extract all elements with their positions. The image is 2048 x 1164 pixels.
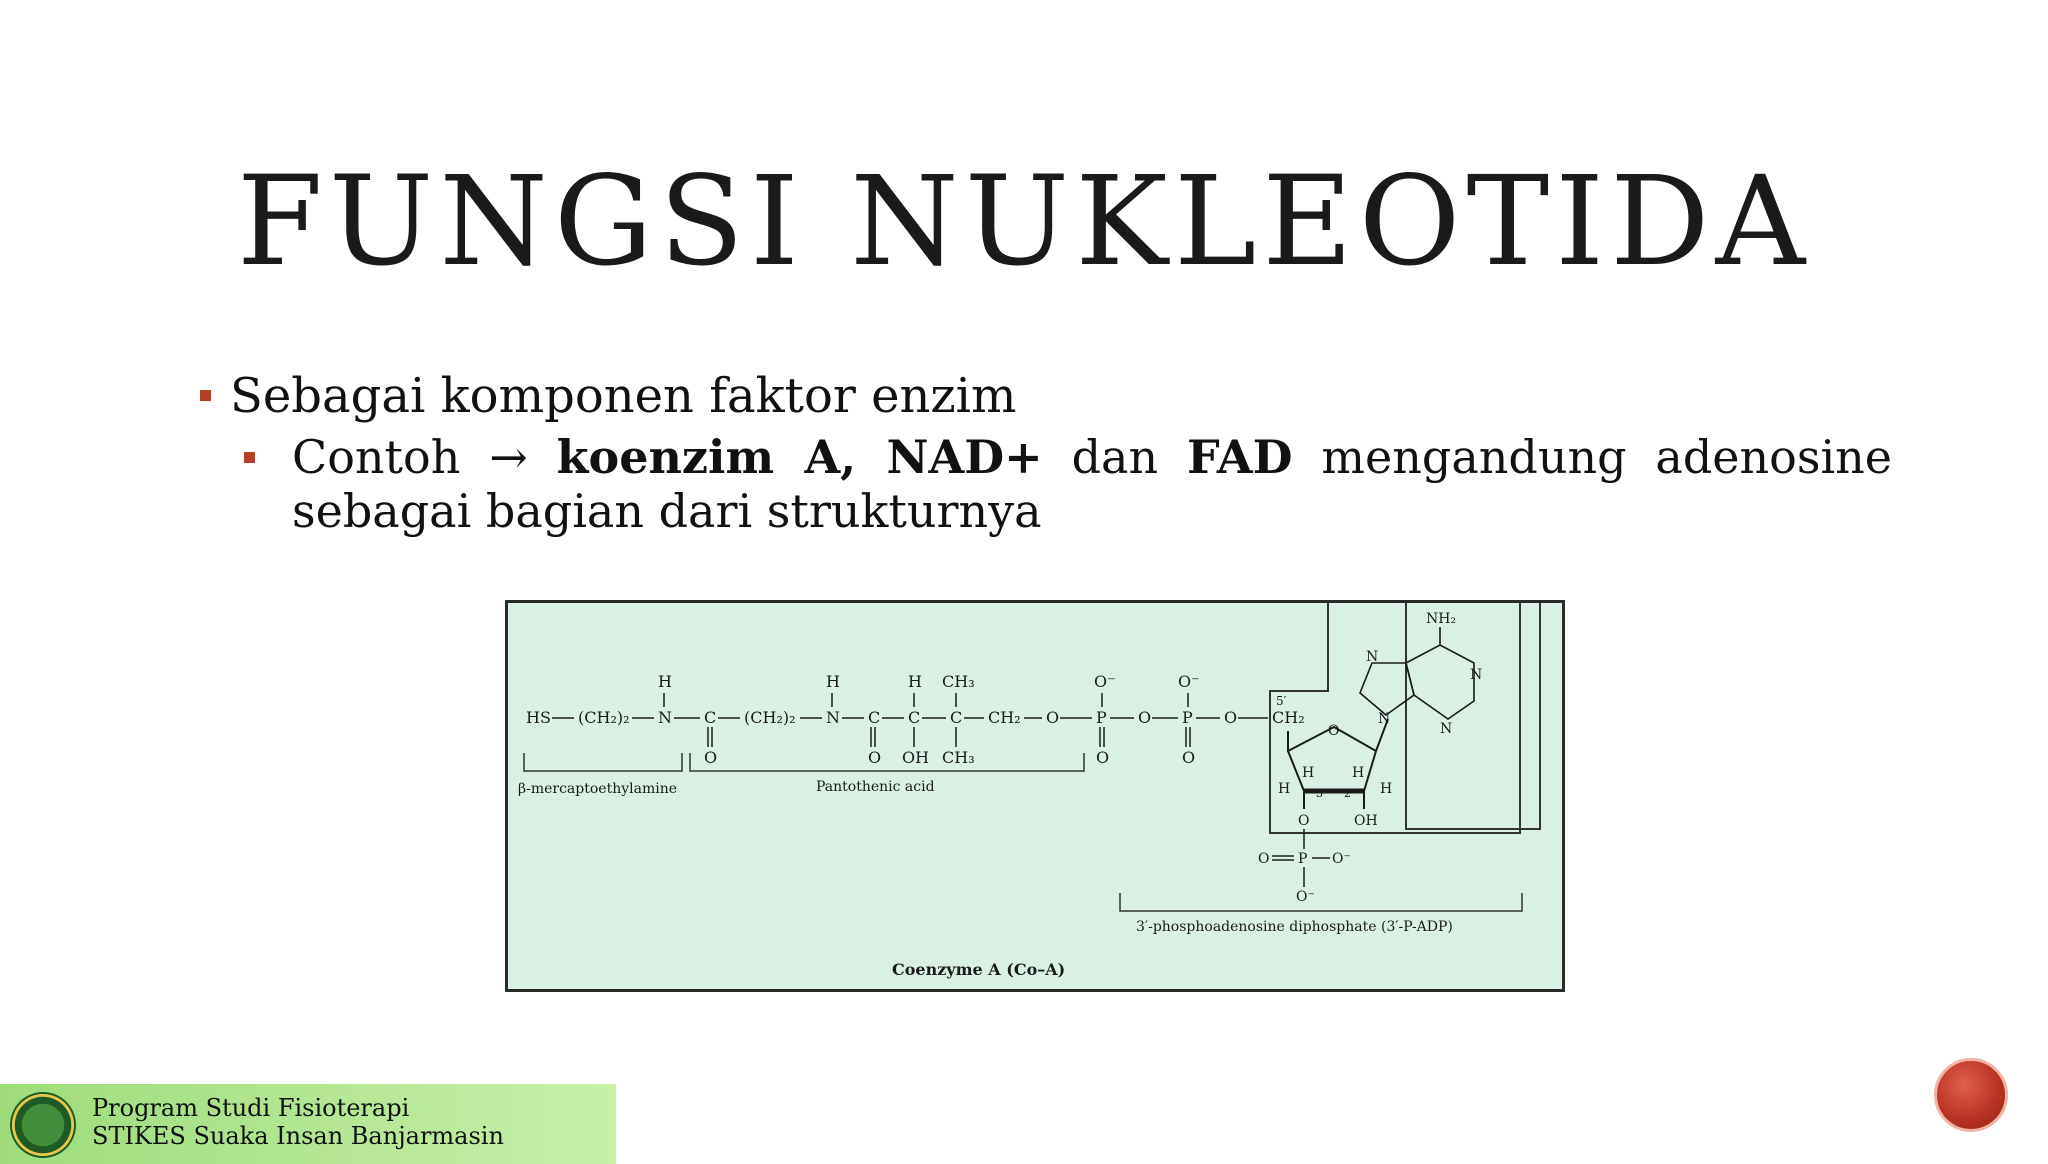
ribose-2-prime: 2′ [1344,787,1354,800]
chain-n1: N [658,708,672,727]
adenine-n3: N [1470,667,1482,683]
chain-oh1: OH [902,748,929,767]
chain-ch3a: CH₃ [942,672,975,691]
ribose-ring [1286,718,1389,809]
chain-o4: O [1096,748,1109,767]
chain-o5: O [1138,708,1151,727]
adenine-nh2: NH₂ [1426,611,1456,627]
chain-ch3b: CH₃ [942,748,975,767]
chain-hs: HS [526,708,551,727]
chain-p2: P [1182,708,1193,727]
chain-o1: O [704,748,717,767]
phosphate-o-minus-right: O⁻ [1332,851,1351,867]
slide-title: FUNGSI NUKLEOTIDA [236,150,1812,294]
chain-o7: O [1224,708,1237,727]
sub-bullet-bold-1: koenzim A, NAD+ [556,430,1043,484]
ribose-3-prime: 3′ [1316,787,1326,800]
ribose-h1: H [1302,765,1314,781]
sub-bullet-item: Contoh → koenzim A, NAD+ dan FAD mengand… [244,430,1892,538]
chain-p1: P [1096,708,1107,727]
ribose-h3: H [1278,781,1290,797]
phosphate-o-left: O [1258,851,1269,867]
adenosine-box [1269,603,1521,834]
bullet-item: Sebagai komponen faktor enzim [200,366,1880,426]
coenzyme-a-structure-figure: HS (CH₂)₂ N H C O (CH₂)₂ N H C O H C OH … [505,600,1565,992]
chain-ch2: CH₂ [988,708,1021,727]
institution-logo-icon [10,1092,76,1158]
chain-ch2b: CH₂ [1272,708,1305,727]
sub-bullet-bold-2: FAD [1186,430,1293,484]
chain-n2: N [826,708,840,727]
chain-o6: O [1182,748,1195,767]
bullet-text: Sebagai komponen faktor enzim [230,368,1017,424]
footer-banner: Program Studi Fisioterapi STIKES Suaka I… [0,1084,616,1164]
adenine-n1: N [1366,649,1378,665]
chain-5-prime: 5′ [1276,694,1287,708]
adenine-ring [1359,627,1475,720]
sub-bullet-prefix: Contoh → [292,430,557,484]
chain-o-minus-2: O⁻ [1178,672,1200,691]
figure-caption: Coenzyme A (Co–A) [892,960,1065,979]
chain-h1: H [658,672,672,691]
chain-c2: C [868,708,880,727]
ribose-h2: H [1352,765,1364,781]
ribose-h4: H [1380,781,1392,797]
footer-line-1: Program Studi Fisioterapi [92,1094,410,1122]
adenine-n2: N [1378,711,1390,727]
sub-bullet-mid: dan [1042,430,1187,484]
chain-ch2-2a: (CH₂)₂ [578,708,630,727]
ribose-oh: OH [1354,813,1378,829]
chain-c1: C [704,708,716,727]
phosphate-o-top: O [1298,813,1309,829]
slide-nav-circle-icon[interactable] [1934,1058,2008,1132]
chain-bonds [552,693,1268,747]
adenine-n4: N [1440,721,1452,737]
sub-bullet-suffix: mengandung adenosine sebagai bagian dari… [292,430,1893,538]
chain-c3: C [908,708,920,727]
sub-bullet-list: Contoh → koenzim A, NAD+ dan FAD mengand… [200,430,1892,538]
chain-h2: H [826,672,840,691]
coenzyme-a-diagram: HS (CH₂)₂ N H C O (CH₂)₂ N H C O H C OH … [518,603,1541,979]
chain-o3: O [1046,708,1059,727]
label-pantothenic-acid: Pantothenic acid [816,779,935,795]
section-brackets [523,753,1523,912]
chain-o2: O [868,748,881,767]
phosphate-o-minus-bottom: O⁻ [1296,889,1315,905]
phosphate-p: P [1298,851,1307,867]
chain-c4: C [950,708,962,727]
chain-ch2-2b: (CH₂)₂ [744,708,796,727]
chain-o-minus-1: O⁻ [1094,672,1116,691]
adenosine-box-inner [1405,603,1541,830]
footer-line-2: STIKES Suaka Insan Banjarmasin [92,1122,504,1150]
bullet-list: Sebagai komponen faktor enzim Contoh → k… [200,366,1892,538]
phosphate-bonds [1272,829,1330,887]
label-3-p-adp: 3′-phosphoadenosine diphosphate (3′-P-AD… [1136,919,1453,935]
chain-h3: H [908,672,922,691]
label-mercaptoethylamine: β-mercaptoethylamine [518,781,677,797]
footer-text: Program Studi Fisioterapi STIKES Suaka I… [92,1094,504,1150]
ribose-o: O [1328,723,1339,739]
